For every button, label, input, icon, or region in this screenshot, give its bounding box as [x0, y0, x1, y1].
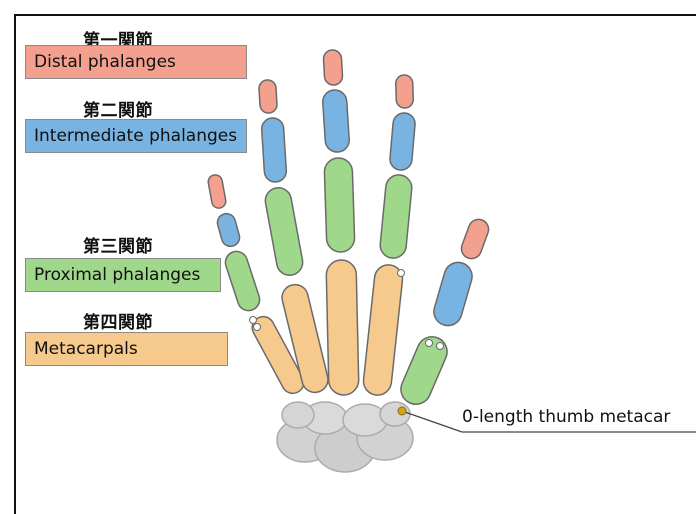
little-proximal-phalanx: [223, 249, 263, 314]
ring-intermediate-phalanx: [261, 117, 287, 182]
sesamoid-detail: [250, 317, 257, 324]
little-distal-phalanx: [207, 174, 227, 210]
index-distal-phalanx: [396, 75, 414, 109]
carpal-bones: [277, 402, 413, 472]
ring-distal-phalanx: [259, 79, 278, 113]
sesamoid-detail: [254, 324, 261, 331]
index-intermediate-phalanx: [389, 112, 416, 171]
sesamoid-detail: [426, 340, 433, 347]
callout-thumb-metacarpal: 0-length thumb metacar: [462, 407, 670, 427]
middle-metacarpal-bone: [326, 260, 359, 396]
thumb-intermediate-phalanx: [431, 259, 476, 329]
sesamoid-detail: [437, 343, 444, 350]
index-metacarpal-bone: [362, 264, 404, 397]
sesamoid-detail: [398, 270, 405, 277]
middle-intermediate-phalanx: [322, 89, 350, 153]
thumb-proximal-phalanx: [396, 332, 452, 409]
ring-proximal-phalanx: [263, 186, 305, 278]
thumb-metacarpal-dot: [398, 407, 406, 415]
thumb-distal-phalanx: [459, 217, 492, 262]
index-proximal-phalanx: [379, 174, 413, 259]
middle-distal-phalanx: [323, 49, 343, 85]
middle-proximal-phalanx: [324, 158, 355, 253]
little-intermediate-phalanx: [215, 212, 241, 249]
